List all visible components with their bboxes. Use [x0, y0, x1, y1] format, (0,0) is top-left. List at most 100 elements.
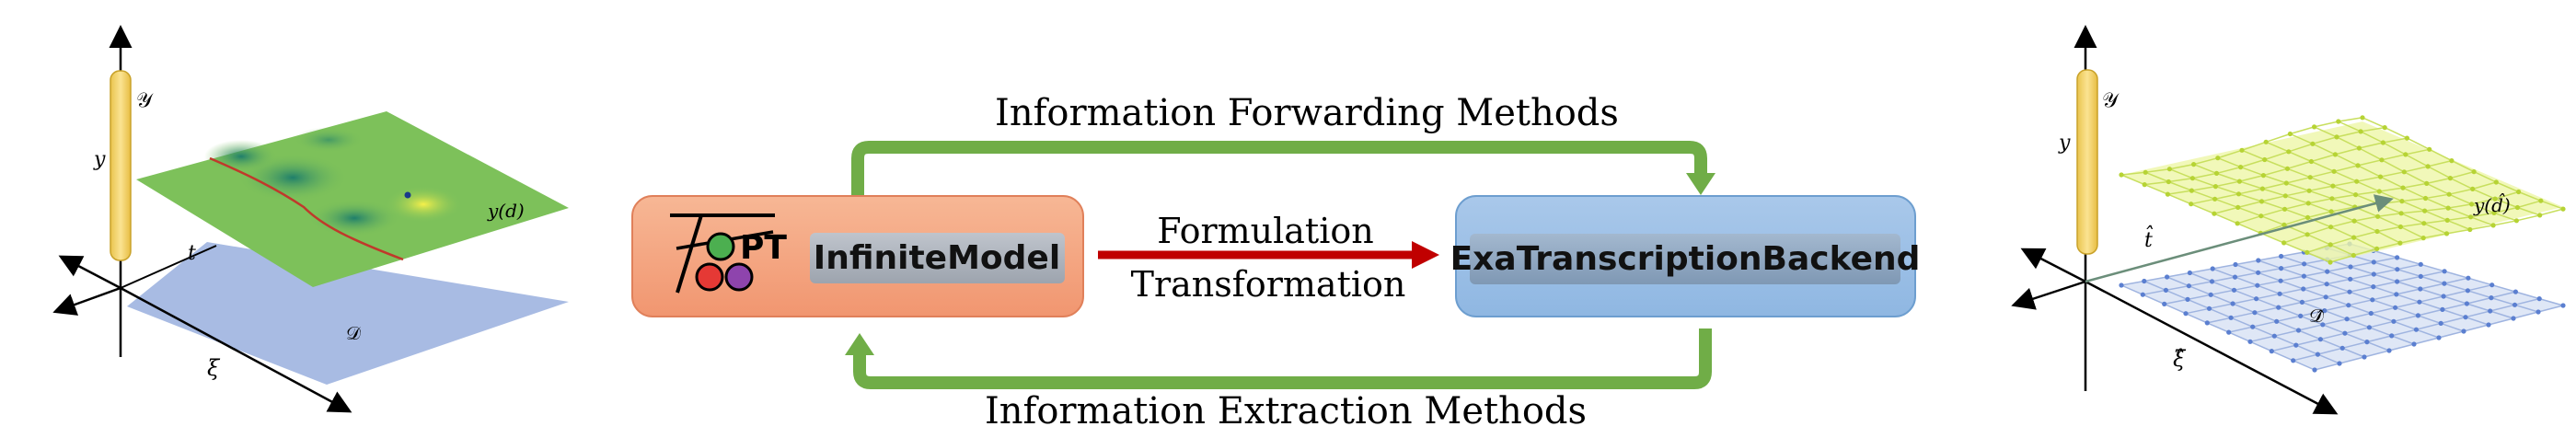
domain-grid-point	[2315, 352, 2320, 357]
domain-grid-point	[2293, 342, 2299, 348]
domain-grid-point	[2464, 301, 2469, 306]
domain-grid-point	[2411, 341, 2417, 347]
domain-grid-point	[2347, 289, 2352, 294]
surface-grid-line	[2120, 174, 2331, 263]
surface-grid-point	[2491, 210, 2497, 215]
right-t-axis-back	[2085, 194, 2394, 283]
domain-grid-point	[2278, 278, 2283, 283]
domain-grid-point	[2371, 259, 2376, 265]
surface-grid-point	[2212, 184, 2218, 190]
surface-grid-point	[2446, 191, 2452, 197]
surface-grid-point	[2422, 195, 2429, 202]
domain-grid-point	[2302, 261, 2307, 267]
domain-grid-point	[2254, 296, 2259, 302]
domain-grid-line	[2189, 271, 2390, 352]
domain-grid-point	[2337, 361, 2342, 366]
domain-grid-point	[2512, 289, 2518, 294]
domain-grid-point	[2391, 318, 2397, 324]
surface-grid-point	[2281, 240, 2287, 246]
surface-grid-point	[2328, 242, 2333, 248]
surface-grid-point	[2310, 141, 2316, 146]
domain-grid-line	[2120, 284, 2316, 371]
surface-grid-point	[2514, 204, 2520, 211]
domain-grid-point	[2277, 291, 2282, 296]
surface-grid-point	[2262, 156, 2268, 163]
surface-grid-point	[2351, 252, 2356, 259]
domain-grid-line	[2304, 251, 2514, 319]
surface-grid-point	[2191, 162, 2197, 167]
domain-grid-point	[2209, 279, 2215, 284]
extract-methods-label: Information Extraction Methods	[985, 390, 1587, 432]
domain-grid-point	[2226, 329, 2232, 335]
domain-grid-line	[2212, 268, 2415, 345]
surface-grid-point	[2281, 206, 2288, 212]
surface-grid-point	[2238, 165, 2244, 170]
surface-grid-point	[2493, 179, 2499, 185]
domain-grid-point	[2442, 281, 2447, 286]
surface-grid-point	[2400, 185, 2406, 190]
surface-grid-point	[2354, 179, 2360, 184]
surface-grid-point	[2445, 205, 2451, 211]
surface-grid-point	[2376, 189, 2382, 194]
right-t-label: t̂	[2144, 225, 2154, 252]
domain-grid-point	[2295, 328, 2302, 333]
domain-grid-point	[2204, 320, 2210, 326]
domain-grid-point	[2279, 266, 2284, 271]
surface-grid-line	[2265, 141, 2471, 231]
domain-grid-point	[2322, 308, 2328, 314]
domain-grid-point	[2486, 322, 2491, 328]
left-xi-axis	[58, 255, 121, 290]
domain-grid-point	[2489, 295, 2494, 301]
domain-grid-point	[2418, 273, 2423, 279]
surface-grid-point	[2444, 217, 2450, 223]
surface-grid-point	[2397, 224, 2403, 230]
right-domain-grid	[2119, 241, 2566, 373]
surface-grid-point	[2305, 249, 2310, 255]
surface-grid-point	[2236, 179, 2242, 184]
domain-grid-point	[2325, 269, 2330, 274]
domain-grid-point	[2436, 335, 2442, 340]
surface-grid-point	[2356, 145, 2362, 151]
surface-grid-point	[2143, 169, 2148, 175]
domain-grid-point	[2298, 313, 2304, 318]
surface-grid-point	[2328, 209, 2334, 214]
surface-grid-point	[2166, 179, 2171, 185]
surface-grid-point	[2560, 206, 2566, 212]
exa-backend-label: ExaTranscriptionBackend	[1450, 240, 1921, 278]
surface-grid-point	[2189, 176, 2195, 181]
domain-grid-point	[2461, 328, 2466, 334]
surface-grid-point	[2306, 188, 2312, 193]
surface-grid-point	[2212, 196, 2218, 202]
domain-grid-point	[2186, 283, 2191, 289]
surface-grid-point	[2355, 163, 2361, 168]
surface-grid-point	[2382, 125, 2387, 131]
domain-grid-point	[2389, 333, 2395, 339]
domain-grid-point	[2536, 296, 2542, 302]
surface-grid-line	[2362, 117, 2564, 210]
surface-grid-point	[2305, 201, 2311, 206]
left-surface	[136, 111, 569, 287]
extract-arrowhead	[845, 333, 874, 355]
domain-grid-point	[2395, 267, 2400, 272]
surface-grid-point	[2329, 196, 2335, 202]
domain-grid-point	[2187, 270, 2192, 276]
surface-grid-line	[2193, 163, 2401, 244]
domain-grid-point	[2348, 276, 2353, 282]
surface-grid-point	[2212, 211, 2217, 216]
forward-arrow	[851, 141, 1707, 198]
domain-grid-point	[2441, 294, 2446, 299]
infinite-model-label: InfiniteModel	[814, 239, 1060, 277]
domain-grid-point	[2362, 354, 2367, 360]
domain-grid-point	[2252, 310, 2258, 316]
domain-grid-point	[2418, 286, 2423, 292]
surface-grid-point	[2332, 152, 2338, 157]
surface-grid-line	[2241, 149, 2447, 235]
surface-grid-point	[2312, 124, 2317, 130]
transform-label-1: Formulation	[1157, 211, 1373, 251]
transform-arrowhead	[1412, 241, 1439, 269]
right-plot: y 𝒴 t̂ ξ̂ y(d̂) 𝒟̂	[2011, 25, 2566, 415]
left-xi-axis-front	[120, 286, 352, 413]
domain-grid-line	[2258, 259, 2465, 332]
surface-grid-point	[2379, 157, 2385, 163]
surface-grid-point	[2239, 147, 2245, 153]
